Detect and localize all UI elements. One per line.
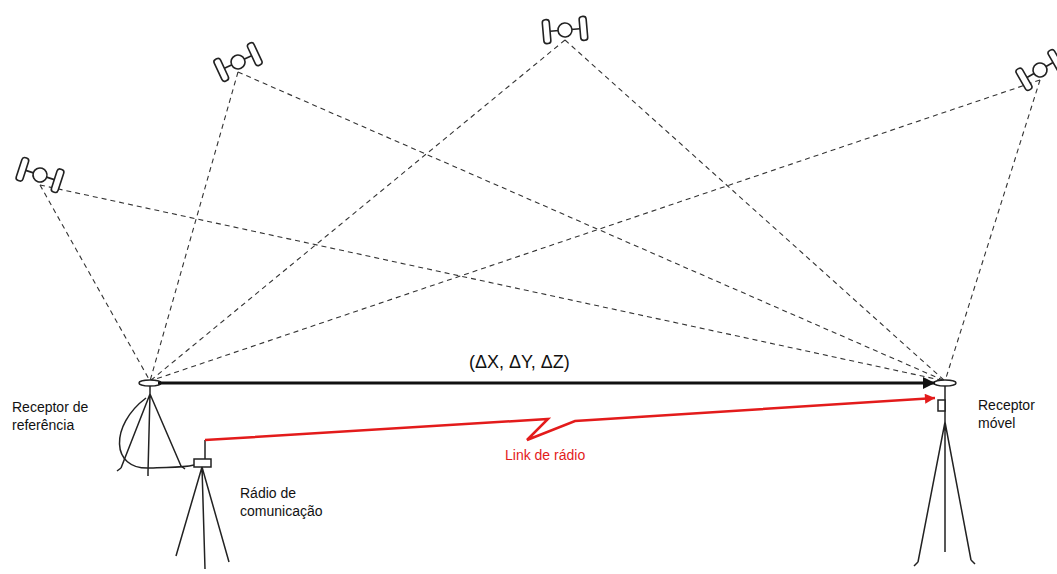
cable xyxy=(119,398,194,468)
satellite xyxy=(1015,49,1057,92)
radio-link xyxy=(205,398,935,440)
mobile-receiver xyxy=(914,380,975,566)
signal-ray xyxy=(150,72,238,381)
communication-radio xyxy=(176,440,229,569)
receiver-label-box: Receptor móvel xyxy=(935,376,1052,438)
link-label: Link de rádio xyxy=(502,447,588,463)
signal-ray xyxy=(150,80,1040,381)
satellite-signals xyxy=(40,40,1040,381)
signal-ray xyxy=(238,72,945,381)
signal-ray xyxy=(40,185,945,381)
baseline-label: (ΔX, ΔY, ΔZ) xyxy=(466,352,573,373)
receiver-label-box: Receptor de referência xyxy=(8,376,158,438)
receiver-label: Receptor móvel xyxy=(978,396,1048,432)
radio-box xyxy=(194,459,211,467)
tripod-legs xyxy=(176,467,229,569)
signal-ray xyxy=(150,40,565,381)
controller xyxy=(938,400,945,411)
signal-ray xyxy=(565,40,945,381)
receiver-label: Rádio de comunicação xyxy=(240,484,360,520)
satellite xyxy=(15,157,64,193)
signal-ray xyxy=(40,185,150,381)
antenna xyxy=(934,380,956,386)
antenna xyxy=(139,380,161,386)
receiver-label: Receptor de referência xyxy=(12,398,112,434)
satellite xyxy=(542,16,588,44)
tripod-legs xyxy=(918,422,971,562)
reference-receiver xyxy=(117,380,194,476)
baseline-arrow xyxy=(158,382,935,385)
receiver-label-box: Rádio de comunicação xyxy=(185,440,365,540)
antenna-mount xyxy=(149,386,151,394)
tripod-legs xyxy=(121,394,181,472)
radio-antenna xyxy=(204,440,206,459)
signal-ray xyxy=(945,80,1040,381)
satellite xyxy=(213,42,263,82)
tripod-feet xyxy=(914,560,975,566)
